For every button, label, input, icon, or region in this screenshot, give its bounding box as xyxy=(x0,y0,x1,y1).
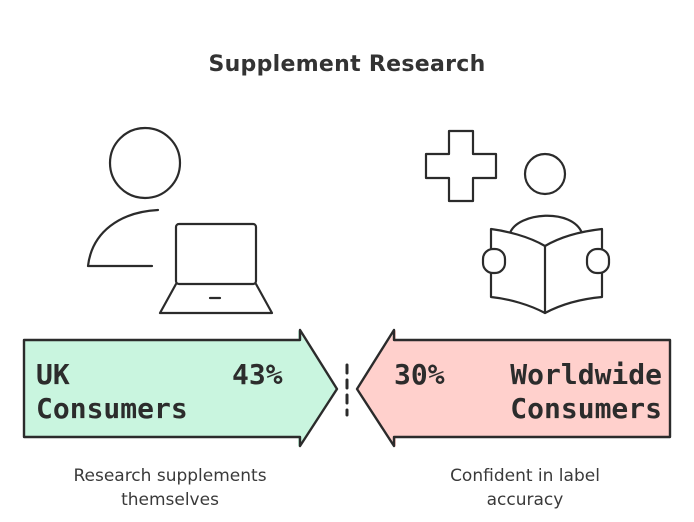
page-title: Supplement Research xyxy=(208,52,486,77)
worldwide-caption-line1: Confident in label xyxy=(450,466,600,486)
worldwide-label-line1: Worldwide xyxy=(510,358,662,391)
worldwide-label-line2: Consumers xyxy=(510,392,662,425)
worldwide-consumers-label: Worldwide Consumers xyxy=(510,358,662,426)
uk-label-line1: UK xyxy=(36,358,70,391)
uk-caption-line1: Research supplements xyxy=(73,466,267,486)
uk-percent: 43% xyxy=(232,358,283,391)
uk-caption-line2: themselves xyxy=(121,490,219,510)
uk-consumers-label: UK Consumers xyxy=(36,358,188,426)
person-reading-book-icon xyxy=(481,152,611,315)
uk-label-line2: Consumers xyxy=(36,392,188,425)
uk-consumers-arrow xyxy=(22,328,339,448)
worldwide-consumers-arrow xyxy=(355,328,672,448)
medical-plus-icon xyxy=(424,129,498,203)
person-with-laptop-icon xyxy=(86,126,274,315)
worldwide-caption-line2: accuracy xyxy=(486,490,564,510)
worldwide-caption: Confident in label accuracy xyxy=(395,464,655,512)
uk-caption: Research supplements themselves xyxy=(40,464,300,512)
worldwide-percent: 30% xyxy=(394,358,445,391)
